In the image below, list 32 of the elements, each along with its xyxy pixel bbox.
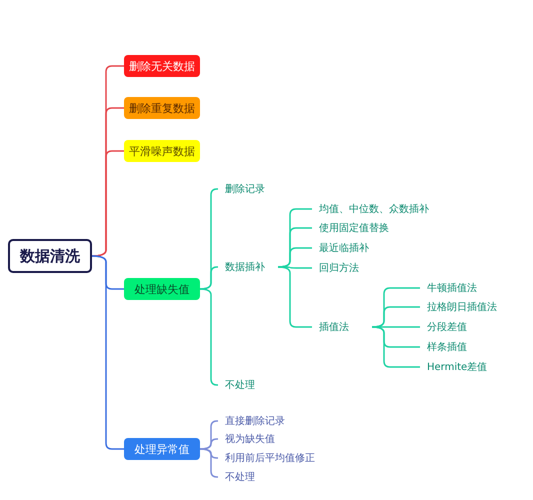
subtopic-text: 不处理 (218, 378, 298, 392)
subtopic-text: 不处理 (218, 470, 328, 484)
subtopic-text: 删除记录 (218, 182, 298, 196)
connector-line (200, 266, 218, 290)
subtopic-text: 牛顿插值法 (420, 281, 520, 295)
topic-box: 处理异常值 (124, 438, 200, 460)
subtopic-text: 分段差值 (420, 320, 520, 334)
subtopic-text: 视为缺失值 (218, 432, 328, 446)
subtopic-text: 回归方法 (312, 261, 412, 275)
connector-line (372, 306, 420, 328)
connector-line (200, 438, 218, 450)
subtopic-text: 插值法 (312, 320, 372, 334)
connector-line (92, 255, 124, 450)
connector-line (278, 266, 312, 328)
connector-line (278, 247, 312, 268)
topic-box: 平滑噪声数据 (124, 140, 200, 162)
topic-box: 删除无关数据 (124, 55, 200, 77)
connector-line (92, 150, 124, 257)
subtopic-text: 均值、中位数、众数插补 (312, 202, 437, 216)
subtopic-text: 样条插值 (420, 340, 520, 354)
connector-line (200, 448, 218, 478)
subtopic-text: 使用固定值替换 (312, 221, 412, 235)
root-topic-box: 数据清洗 (8, 239, 92, 273)
subtopic-text: 最近临插补 (312, 241, 412, 255)
topic-box: 删除重复数据 (124, 97, 200, 119)
subtopic-text: 拉格朗日插值法 (420, 300, 520, 314)
subtopic-text: Hermite差值 (420, 360, 520, 374)
topic-box: 处理缺失值 (124, 278, 200, 300)
subtopic-text: 直接删除记录 (218, 414, 328, 428)
subtopic-text: 利用前后平均值修正 (218, 451, 338, 465)
connector-line (372, 326, 420, 368)
subtopic-text: 数据插补 (218, 260, 298, 274)
